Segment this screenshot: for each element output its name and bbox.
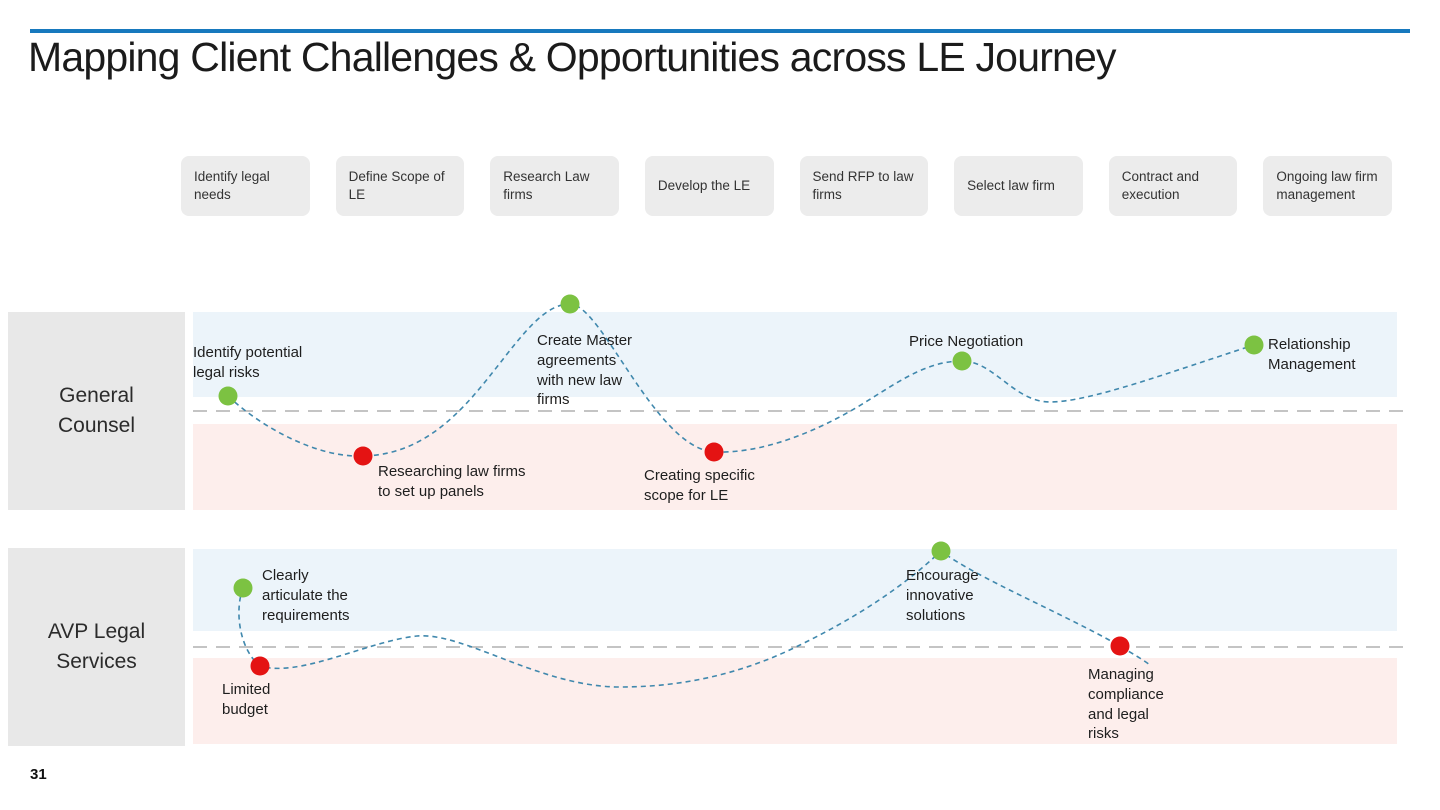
opportunity-band-avp <box>193 549 1397 631</box>
accent-rule <box>30 29 1410 33</box>
opportunity-band-general-counsel <box>193 312 1397 397</box>
journey-stage-label: Ongoing law firm management <box>1276 168 1378 202</box>
opportunity-dot <box>233 578 253 598</box>
challenge-dot <box>1110 636 1130 656</box>
journey-stage-label: Identify legal needs <box>194 168 270 202</box>
challenge-band-avp <box>193 658 1397 744</box>
journey-stage: Research Law firms <box>490 156 619 216</box>
opportunity-dot <box>1244 335 1264 355</box>
journey-stage: Contract and execution <box>1108 156 1238 216</box>
point-label: Relationship Management <box>1268 336 1356 373</box>
opportunity-dot <box>931 541 951 561</box>
challenge-band-general-counsel <box>193 424 1397 510</box>
journey-stage: Define Scope of LE <box>335 156 465 216</box>
journey-stage: Develop the LE <box>644 156 774 216</box>
point-label: Creating specific scope for LE <box>644 467 755 504</box>
journey-stage: Select law firm <box>954 156 1083 216</box>
lane-label-avp-legal-services: AVP Legal Services <box>8 548 185 746</box>
page-number: 31 <box>30 766 47 783</box>
slide-title: Mapping Client Challenges & Opportunitie… <box>28 34 1117 80</box>
journey-stage-label: Send RFP to law firms <box>812 168 914 202</box>
point-label: Create Master agreements with new law fi… <box>537 332 633 409</box>
point-label: Identify potential legal risks <box>193 344 303 381</box>
challenge-dot <box>704 442 724 462</box>
point-label: Limited budget <box>222 681 271 718</box>
journey-stage-label: Research Law firms <box>503 168 590 202</box>
lane-label-general-counsel: General Counsel <box>8 312 185 510</box>
opportunity-dot <box>218 386 238 406</box>
journey-stage-label: Contract and execution <box>1121 168 1200 202</box>
challenge-dot <box>353 446 373 466</box>
journey-stage: Send RFP to law firms <box>799 156 929 216</box>
opportunity-dot <box>560 294 580 314</box>
journey-stage: Identify legal needs <box>181 156 310 216</box>
challenge-dot <box>250 656 270 676</box>
point-label: Encourage innovative solutions <box>906 567 979 624</box>
journey-stages-row: Identify legal needs Define Scope of LE … <box>181 156 1392 216</box>
point-label: Price Negotiation <box>909 333 1024 350</box>
journey-stage: Ongoing law firm management <box>1263 156 1392 216</box>
point-label: Researching law firms to set up panels <box>378 463 526 500</box>
journey-stage-label: Develop the LE <box>657 177 751 193</box>
point-label: Clearly articulate the requirements <box>262 567 350 624</box>
journey-stage-label: Define Scope of LE <box>348 168 445 202</box>
opportunity-dot <box>952 351 972 371</box>
journey-stage-label: Select law firm <box>967 177 1055 193</box>
point-label: Managing compliance and legal risks <box>1088 666 1164 743</box>
